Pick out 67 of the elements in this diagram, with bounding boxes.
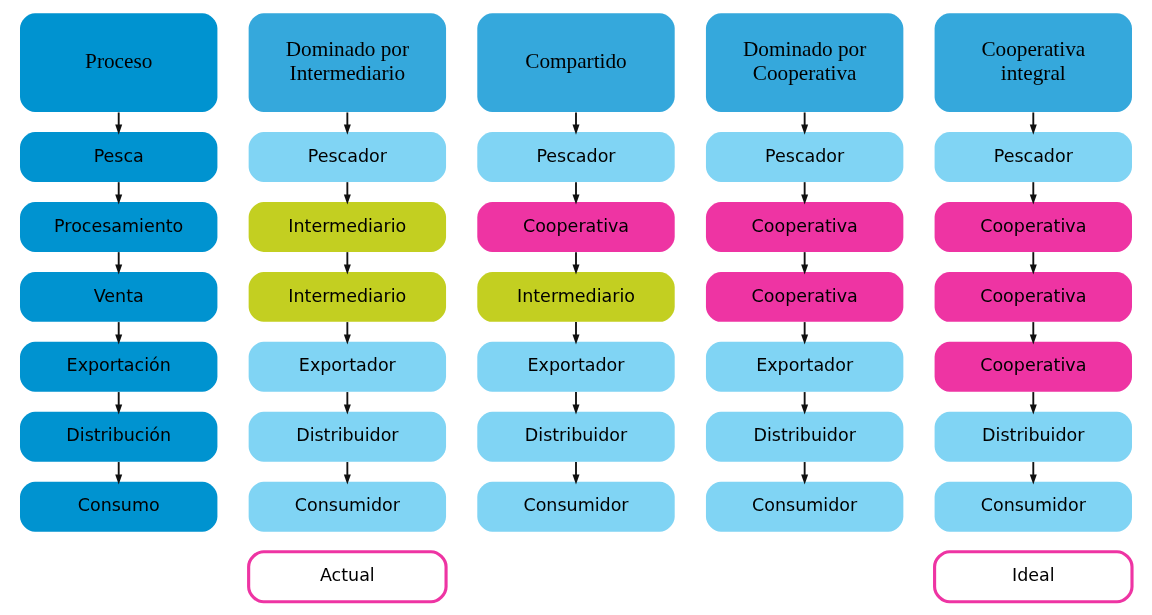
arrow (1029, 111, 1037, 135)
node-box: Pesca (20, 131, 218, 182)
arrow (343, 391, 351, 415)
arrow (343, 181, 351, 205)
node-box: Ideal (933, 550, 1134, 604)
node-box: Procesamiento (20, 201, 218, 252)
node-box: Exportador (477, 341, 675, 392)
arrow (115, 111, 123, 135)
arrow (801, 181, 809, 205)
arrow (572, 391, 580, 415)
arrow (572, 321, 580, 345)
arrow (115, 391, 123, 415)
node-box: Cooperativa (705, 201, 904, 252)
arrow (115, 181, 123, 205)
node-box: Exportador (248, 341, 447, 392)
node-box: Consumidor (248, 481, 447, 532)
node-box: Distribuidor (705, 411, 904, 462)
node-box: Cooperativa (934, 271, 1132, 322)
node-box: Proceso (20, 13, 218, 112)
arrow (1029, 251, 1037, 275)
node-box: Cooperativa (934, 341, 1132, 392)
node-box: Consumidor (705, 481, 904, 532)
node-box: Actual (247, 550, 448, 604)
arrow (1029, 461, 1037, 485)
arrow (1029, 181, 1037, 205)
arrow (115, 321, 123, 345)
node-box: Compartido (477, 13, 675, 112)
arrow (801, 111, 809, 135)
node-box: Venta (20, 271, 218, 322)
node-box: Exportador (705, 341, 904, 392)
node-box: Consumo (20, 481, 218, 532)
node-box: Cooperativa (934, 201, 1132, 252)
node-box: Distribuidor (248, 411, 447, 462)
arrow (801, 251, 809, 275)
arrow (572, 181, 580, 205)
arrow (801, 321, 809, 345)
node-box: Intermediario (248, 201, 447, 252)
arrow (343, 461, 351, 485)
node-box: Distribución (20, 411, 218, 462)
arrow (801, 391, 809, 415)
node-box: Pescador (934, 131, 1132, 182)
node-box: Consumidor (934, 481, 1132, 532)
node-box: Distribuidor (477, 411, 675, 462)
node-box: Consumidor (477, 481, 675, 532)
arrow (343, 251, 351, 275)
node-box: Intermediario (248, 271, 447, 322)
node-box: Cooperativa (705, 271, 904, 322)
arrow (115, 461, 123, 485)
node-box: Intermediario (477, 271, 675, 322)
node-box: Cooperativa integral (934, 13, 1132, 112)
node-box: Exportación (20, 341, 218, 392)
node-box: Pescador (248, 131, 447, 182)
node-box: Pescador (477, 131, 675, 182)
arrow (343, 111, 351, 135)
arrow (572, 461, 580, 485)
node-box: Dominado por Intermediario (248, 13, 447, 112)
arrow (572, 111, 580, 135)
arrow (801, 461, 809, 485)
arrow (1029, 391, 1037, 415)
node-box: Pescador (705, 131, 904, 182)
arrow (115, 251, 123, 275)
node-box: Dominado por Cooperativa (705, 13, 904, 112)
arrow (1029, 321, 1037, 345)
arrow (343, 321, 351, 345)
arrow (572, 251, 580, 275)
node-box: Distribuidor (934, 411, 1132, 462)
node-box: Cooperativa (477, 201, 675, 252)
